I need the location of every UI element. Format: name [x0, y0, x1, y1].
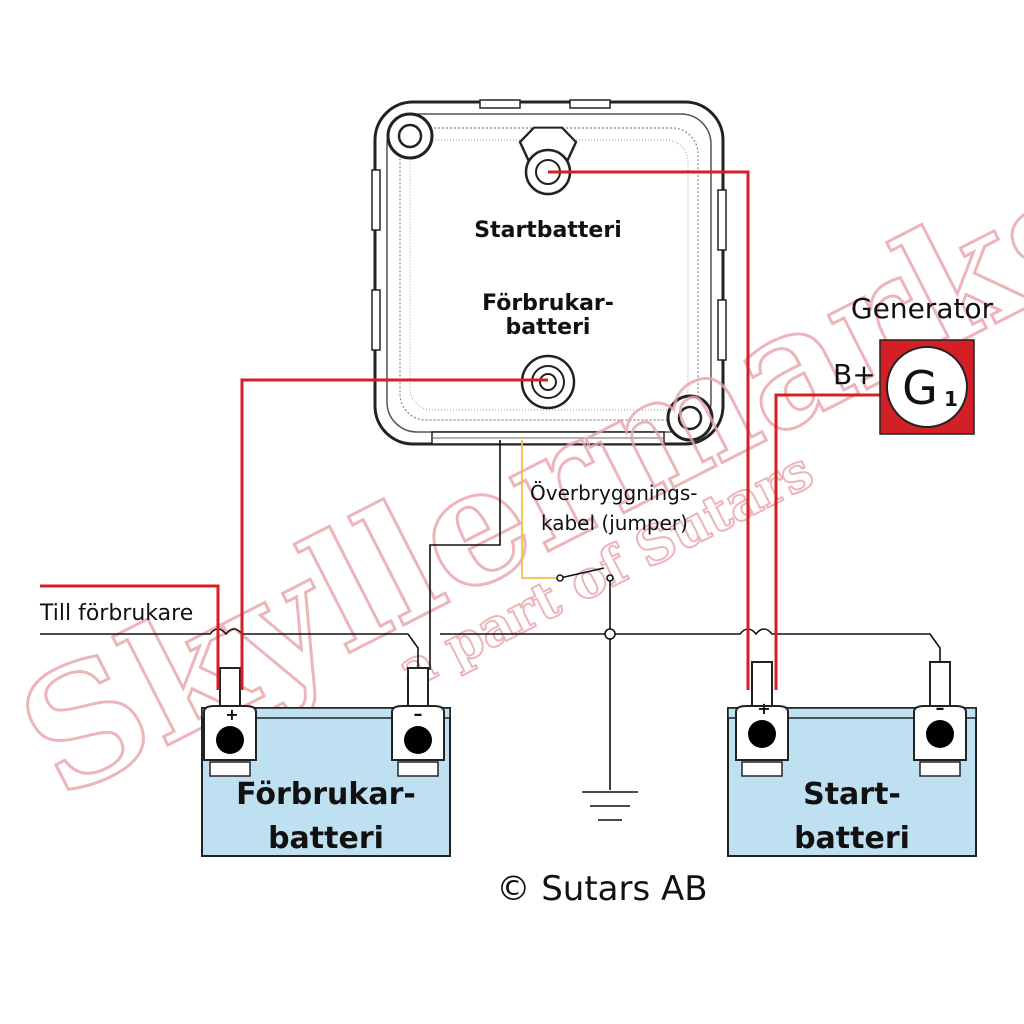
aux-negative-bus-link [407, 633, 419, 668]
aux-battery: + – Förbrukar- batteri [201, 667, 451, 857]
aux-battery-plus-terminal[interactable]: + [203, 667, 257, 777]
relay-start-label: Startbatteri [474, 218, 622, 243]
generator-output-wire [774, 393, 880, 690]
mounting-bolt-bottom-right [666, 394, 714, 442]
copyright-label: © Sutars AB [496, 869, 707, 909]
relay-aux-label-line1: Förbrukar- [482, 291, 614, 316]
aux-battery-label-line1: Förbrukar- [236, 777, 416, 812]
aux-battery-label-line2: batteri [268, 821, 384, 856]
aux-battery-plus: + [225, 705, 238, 724]
generator-symbol: G [902, 361, 938, 415]
start-battery-plus-terminal[interactable]: + [735, 661, 789, 777]
jumper-cable[interactable] [521, 440, 605, 582]
aux-battery-minus: – [414, 704, 423, 725]
start-battery: + – Start- batteri [727, 661, 977, 857]
red-wires [40, 170, 880, 690]
relay-aux-label-line2: batteri [506, 315, 591, 340]
start-battery-label-line2: batteri [794, 821, 910, 856]
ground-symbol [582, 791, 638, 821]
generator[interactable]: G 1 [879, 339, 975, 435]
negative-bus-wire [440, 628, 941, 662]
generator-title: Generator [851, 292, 994, 325]
relay-ground-wire [429, 440, 501, 670]
start-battery-plus: + [757, 699, 770, 718]
start-battery-minus-terminal[interactable]: – [913, 661, 967, 777]
jumper-label-line1: Överbryggnings- [530, 481, 698, 505]
start-battery-label-line1: Start- [803, 777, 901, 812]
relay-aux-terminal[interactable] [520, 354, 576, 410]
generator-symbol-sub: 1 [944, 387, 958, 411]
start-positive-wire [548, 170, 750, 690]
load-positive-wire [40, 584, 220, 690]
relay-unit: Startbatteri Förbrukar- batteri [371, 99, 727, 446]
black-wires [40, 440, 941, 821]
relay-start-terminal[interactable] [518, 126, 578, 196]
aux-battery-minus-terminal[interactable]: – [391, 667, 445, 777]
load-label: Till förbrukare [39, 601, 193, 626]
mounting-bolt-top-left [386, 112, 434, 160]
generator-terminal-label: B+ [833, 358, 876, 391]
start-battery-minus: – [936, 698, 945, 719]
load-negative-wire [40, 628, 408, 636]
aux-positive-wire [240, 378, 548, 690]
jumper-label-line2: kabel (jumper) [541, 511, 688, 535]
